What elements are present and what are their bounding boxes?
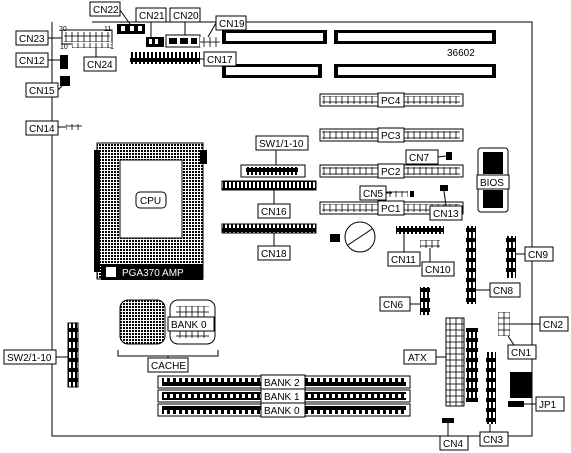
cn10-label: CN10 bbox=[425, 265, 451, 276]
cn18-label: CN18 bbox=[261, 249, 287, 260]
cn12-label: CN12 bbox=[19, 56, 45, 67]
cn11-label: CN11 bbox=[391, 255, 416, 266]
board-id-label: 36602 bbox=[447, 48, 475, 59]
bios-label: BIOS bbox=[480, 178, 504, 189]
cn9-label: CN9 bbox=[528, 250, 548, 261]
cn17-label: CN17 bbox=[207, 55, 233, 66]
cn16-label: CN16 bbox=[261, 207, 287, 218]
battery bbox=[330, 221, 376, 253]
pin20-label: 20 bbox=[59, 26, 67, 33]
atx-label: ATX bbox=[408, 353, 427, 364]
cn7-label: CN7 bbox=[409, 153, 429, 164]
pin10-label: 10 bbox=[60, 44, 68, 51]
top-connectors bbox=[60, 24, 220, 130]
sw2-switch bbox=[67, 322, 79, 388]
bank2-label: BANK 2 bbox=[264, 378, 300, 389]
cn3-label: CN3 bbox=[483, 435, 503, 446]
bank0-chip-label: BANK 0 bbox=[171, 320, 207, 331]
pc4-label: PC4 bbox=[381, 96, 401, 107]
bank1-label: BANK 1 bbox=[264, 392, 300, 403]
sw1-label: SW1/1-10 bbox=[259, 139, 304, 150]
pc3-label-box bbox=[377, 127, 405, 143]
cpu-socket bbox=[94, 142, 207, 280]
cn21-label: CN21 bbox=[139, 11, 165, 22]
cn1-label: CN1 bbox=[511, 348, 531, 359]
bank0-chip-label-box bbox=[167, 316, 215, 332]
cn4-label: CN4 bbox=[443, 439, 463, 450]
cpu-label-box bbox=[135, 191, 167, 209]
pc2-label-box bbox=[377, 163, 405, 179]
mid-headers bbox=[380, 152, 516, 336]
pc1-label-box bbox=[377, 200, 405, 216]
bank0-label: BANK 0 bbox=[264, 406, 300, 417]
cpu-label: CPU bbox=[140, 196, 161, 207]
pc4-label-box bbox=[377, 92, 405, 108]
cn24-label: CN24 bbox=[87, 60, 113, 71]
isa-slots bbox=[222, 30, 496, 78]
cn19-label: CN19 bbox=[219, 19, 245, 30]
pc1-label: PC1 bbox=[381, 204, 401, 215]
pc2-label: PC2 bbox=[381, 167, 401, 178]
board-outline bbox=[51, 21, 533, 437]
atx-connector bbox=[442, 317, 532, 424]
sw1-block bbox=[221, 164, 317, 234]
callouts bbox=[3, 1, 569, 451]
cn22-label: CN22 bbox=[93, 5, 119, 16]
bios-label-box bbox=[476, 174, 510, 190]
pin1-label: 1 bbox=[110, 44, 114, 51]
cn13-label: CN13 bbox=[433, 209, 459, 220]
pin11-label: 11 bbox=[104, 26, 111, 33]
bank0-label-box bbox=[260, 402, 306, 418]
socket-label: PGA370 AMP bbox=[122, 268, 184, 279]
cn8-label: CN8 bbox=[493, 286, 513, 297]
cn23-label: CN23 bbox=[19, 34, 45, 45]
cn15-label: CN15 bbox=[29, 86, 55, 97]
cn20-label: CN20 bbox=[173, 11, 199, 22]
jp1-label: JP1 bbox=[539, 400, 557, 411]
cn6-label: CN6 bbox=[383, 300, 403, 311]
cn2-label: CN2 bbox=[543, 320, 563, 331]
cn5-label: CN5 bbox=[363, 189, 383, 200]
cn14-label: CN14 bbox=[29, 124, 55, 135]
pc3-label: PC3 bbox=[381, 131, 401, 142]
cache-label: CACHE bbox=[151, 361, 186, 372]
sw2-label: SW2/1-10 bbox=[7, 353, 52, 364]
